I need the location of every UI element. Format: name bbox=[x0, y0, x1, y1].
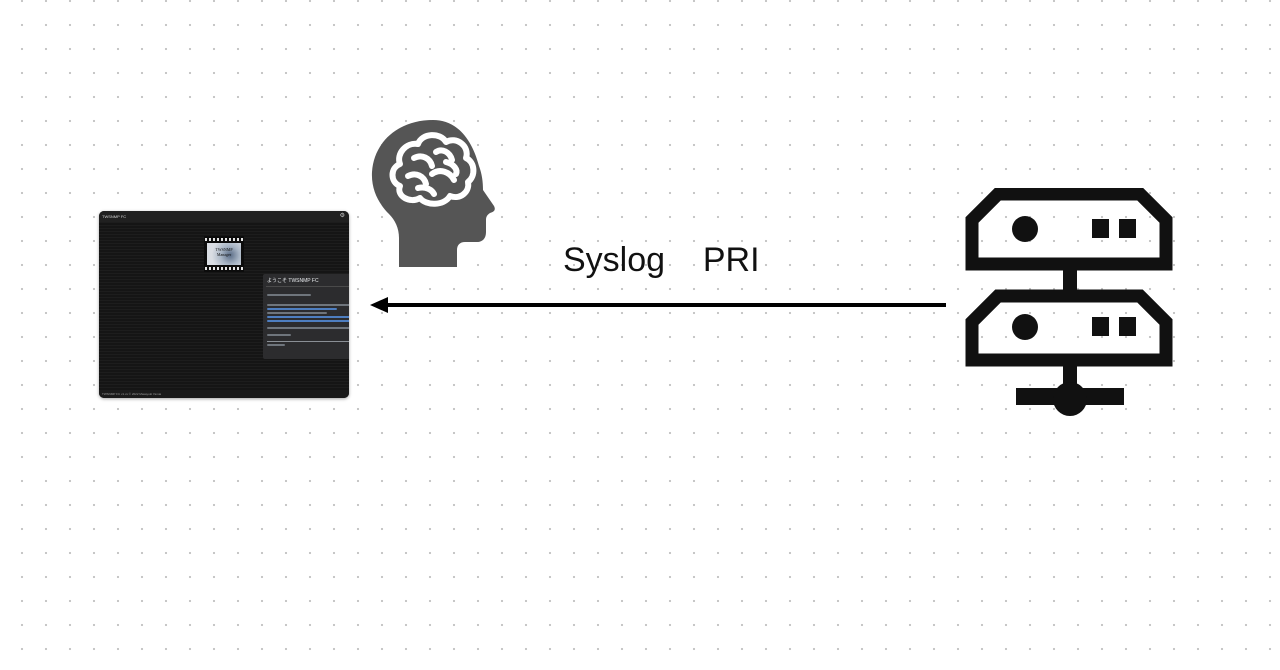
app-logo-image: TWSNMP Manager bbox=[207, 243, 241, 265]
welcome-text-line bbox=[267, 304, 349, 306]
welcome-divider bbox=[266, 286, 349, 287]
server-network-icon bbox=[965, 188, 1173, 416]
brain-folds bbox=[389, 132, 477, 207]
welcome-text-line bbox=[267, 334, 291, 336]
app-logo: TWSNMP Manager bbox=[204, 236, 244, 272]
logo-text-line1: TWSNMP bbox=[215, 247, 233, 252]
arrow-head bbox=[370, 297, 388, 313]
gear-icon: ⚙ bbox=[339, 213, 345, 219]
welcome-dialog: ようこそ TWSNMP FC bbox=[263, 274, 349, 359]
welcome-link-line bbox=[267, 316, 349, 318]
app-body: TWSNMP Manager ようこそ TWSNMP FC bbox=[99, 222, 349, 390]
brain-head-icon bbox=[371, 120, 495, 267]
film-strip-bottom bbox=[205, 267, 243, 270]
app-footer: TWSNMP FC v1.xx © 2022 Masayuki Yamai bbox=[99, 390, 349, 398]
syslog-arrow bbox=[370, 297, 946, 313]
arrow-label: Syslog PRI bbox=[563, 241, 760, 279]
welcome-text-line bbox=[267, 344, 285, 346]
welcome-link-line bbox=[267, 308, 337, 310]
app-screenshot: TWSNMP FC ⚙ TWSNMP Manager ようこそ TWSNMP F… bbox=[99, 211, 349, 398]
welcome-text-line bbox=[267, 327, 349, 329]
welcome-text-line bbox=[267, 312, 327, 314]
server-unit-top bbox=[965, 188, 1173, 271]
welcome-link-line bbox=[267, 320, 349, 322]
app-window-title: TWSNMP FC bbox=[102, 214, 127, 219]
server-unit-bottom bbox=[965, 289, 1173, 367]
network-connector bbox=[1016, 360, 1124, 416]
welcome-input-field[interactable] bbox=[267, 337, 349, 342]
film-strip-top bbox=[205, 238, 243, 241]
welcome-text-line bbox=[267, 294, 311, 296]
logo-text-line2: Manager bbox=[216, 252, 232, 257]
welcome-title: ようこそ TWSNMP FC bbox=[267, 278, 319, 284]
app-title-bar: TWSNMP FC ⚙ bbox=[99, 211, 349, 222]
